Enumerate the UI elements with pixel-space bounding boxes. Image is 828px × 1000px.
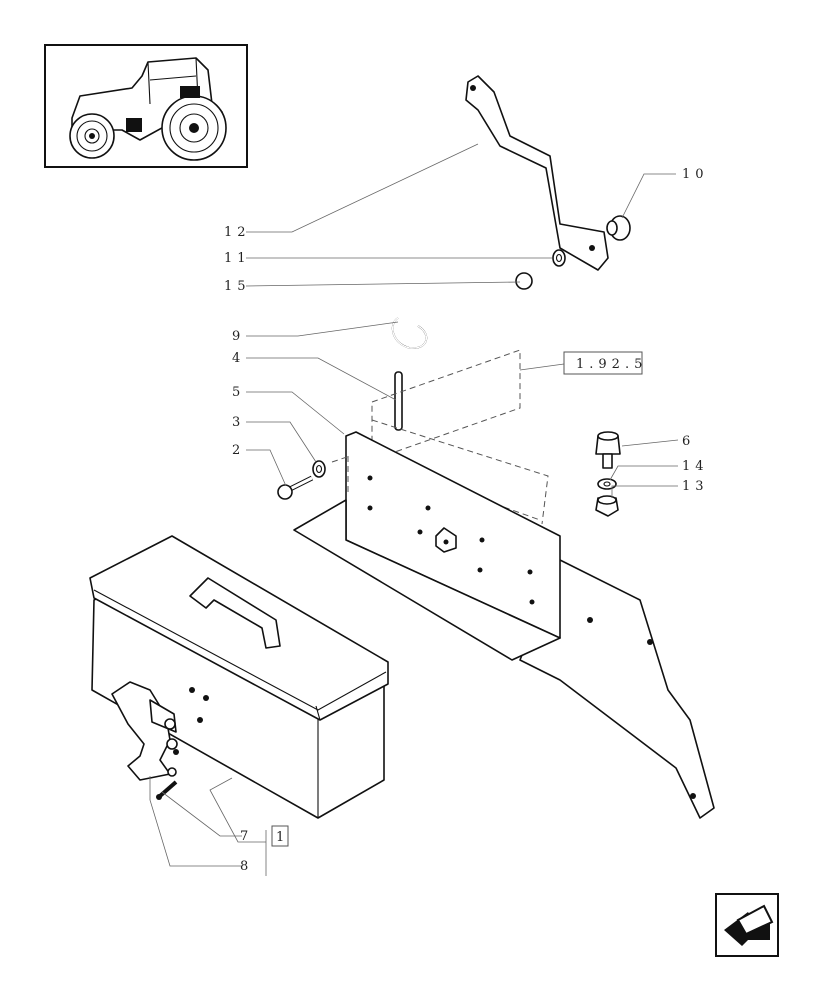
reference-label: 1.92.5 [576,357,647,372]
callout-6: 6 [682,434,695,449]
pin-4 [394,371,403,431]
reference-box[interactable]: 1.92.5 [563,351,647,375]
clip-9 [391,317,428,349]
callout-12: 12 [224,225,251,240]
tractor-thumbnail-icon [44,44,248,168]
callout-13: 13 [682,479,709,494]
washer-3 [312,460,326,478]
callout-4: 4 [232,351,245,366]
bolt-2 [277,475,314,500]
callout-2: 2 [232,443,245,458]
nut-13 [595,495,619,517]
support-plate-5 [293,431,715,819]
kit-box: 1 [271,825,289,847]
callout-3: 3 [232,415,245,430]
callout-labels: 12 11 15 10 9 4 5 3 2 6 14 13 7 8 [224,167,709,874]
nut-10 [606,215,631,241]
leader-lines [149,143,679,876]
callout-10: 10 [682,167,709,182]
callout-9: 9 [232,329,245,344]
back-arrow-icon[interactable] [715,893,779,957]
callout-7: 7 [240,829,253,844]
bracket-12 [465,75,609,271]
washer-14 [597,478,617,490]
callout-5: 5 [232,385,245,400]
rubber-stop-6 [595,431,621,469]
bolt-15 [515,260,553,290]
callout-14: 14 [682,459,709,474]
callout-15: 15 [224,279,251,294]
axis-line [331,455,351,496]
callout-11: 11 [224,251,251,266]
toolbox [89,535,389,819]
washer-11 [552,249,566,267]
callout-8: 8 [240,859,253,874]
kit-label: 1 [276,830,289,845]
